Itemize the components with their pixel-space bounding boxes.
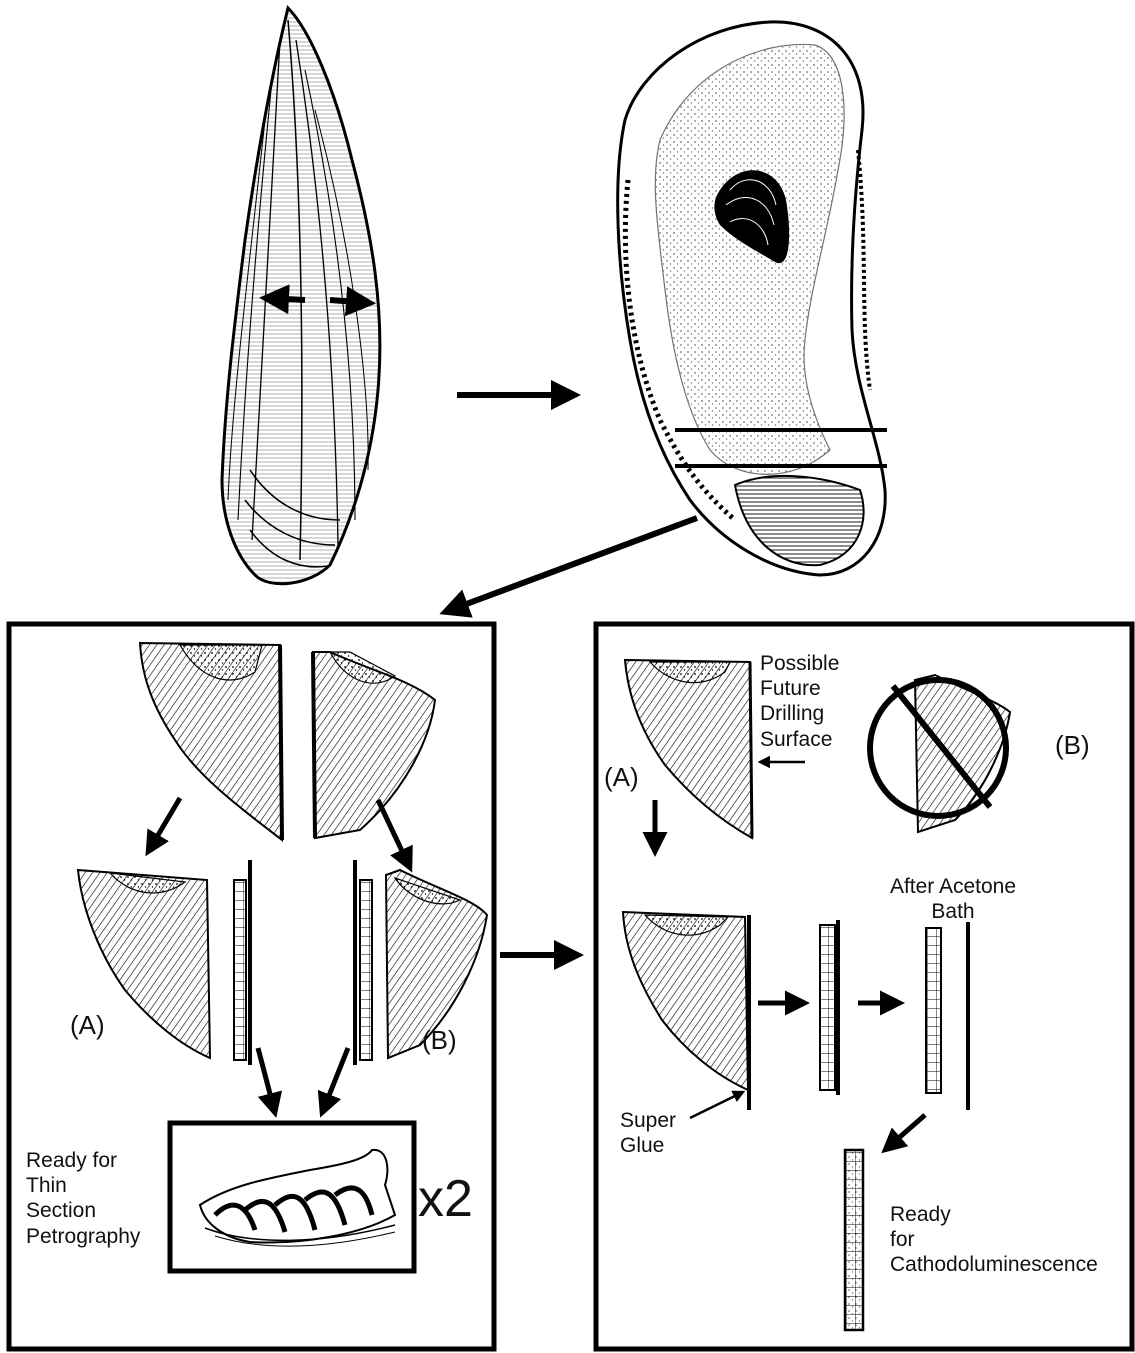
left-label-b: (B) (422, 1025, 457, 1056)
cut-slab-on-glass (820, 925, 835, 1090)
merge-arrow-left (258, 1048, 275, 1113)
prohibited-section-b (870, 675, 1010, 832)
drilling-surface-label: Possible Future Drilling Surface (760, 651, 839, 752)
acetone-label-line2: Bath (883, 899, 1023, 924)
merge-arrow-right (322, 1048, 348, 1113)
hinge-section-a-top (140, 643, 282, 840)
section-a-slab (234, 880, 246, 1060)
thin-section-label: Ready for Thin Section Petrography (26, 1148, 140, 1249)
cl-label-line2: for (890, 1227, 1098, 1252)
right-label-b: (B) (1055, 730, 1090, 761)
flow-arrow-2 (445, 518, 697, 612)
step-arrow-3 (885, 1115, 925, 1150)
glued-section-a (623, 912, 748, 1090)
section-a-drill-block (625, 660, 752, 838)
drilling-label-line2: Future (760, 676, 839, 701)
oyster-shell-exterior (222, 8, 380, 584)
multiplier-label: x2 (418, 1168, 473, 1230)
oyster-shell-interior (618, 22, 886, 575)
split-arrow-b (378, 800, 410, 868)
thin-section-label-line3: Section (26, 1198, 140, 1223)
drilling-label-line3: Drilling (760, 701, 839, 726)
left-label-a: (A) (70, 1010, 105, 1041)
cl-label-line1: Ready (890, 1202, 1098, 1227)
cl-label-line3: Cathodoluminescence (890, 1252, 1098, 1277)
thin-section-label-line2: Thin (26, 1173, 140, 1198)
drilling-label-line4: Surface (760, 727, 839, 752)
width-arrow-left (265, 298, 305, 300)
split-arrow-a (148, 798, 180, 852)
super-glue-line1: Super (620, 1108, 676, 1133)
drilling-label-line1: Possible (760, 651, 839, 676)
super-glue-line2: Glue (620, 1133, 676, 1158)
released-slab (926, 928, 941, 1093)
section-b-slab (360, 880, 372, 1060)
cathodoluminescence-label: Ready for Cathodoluminescence (890, 1202, 1098, 1278)
acetone-label-line1: After Acetone (883, 874, 1023, 899)
hinge-section-b-top (313, 652, 435, 838)
super-glue-pointer (690, 1092, 743, 1118)
super-glue-label: Super Glue (620, 1108, 676, 1158)
thin-section-label-line4: Petrography (26, 1224, 140, 1249)
acetone-label: After Acetone Bath (883, 874, 1023, 924)
thin-section-label-line1: Ready for (26, 1148, 140, 1173)
right-label-a: (A) (604, 762, 639, 793)
width-arrow-right (330, 300, 370, 303)
